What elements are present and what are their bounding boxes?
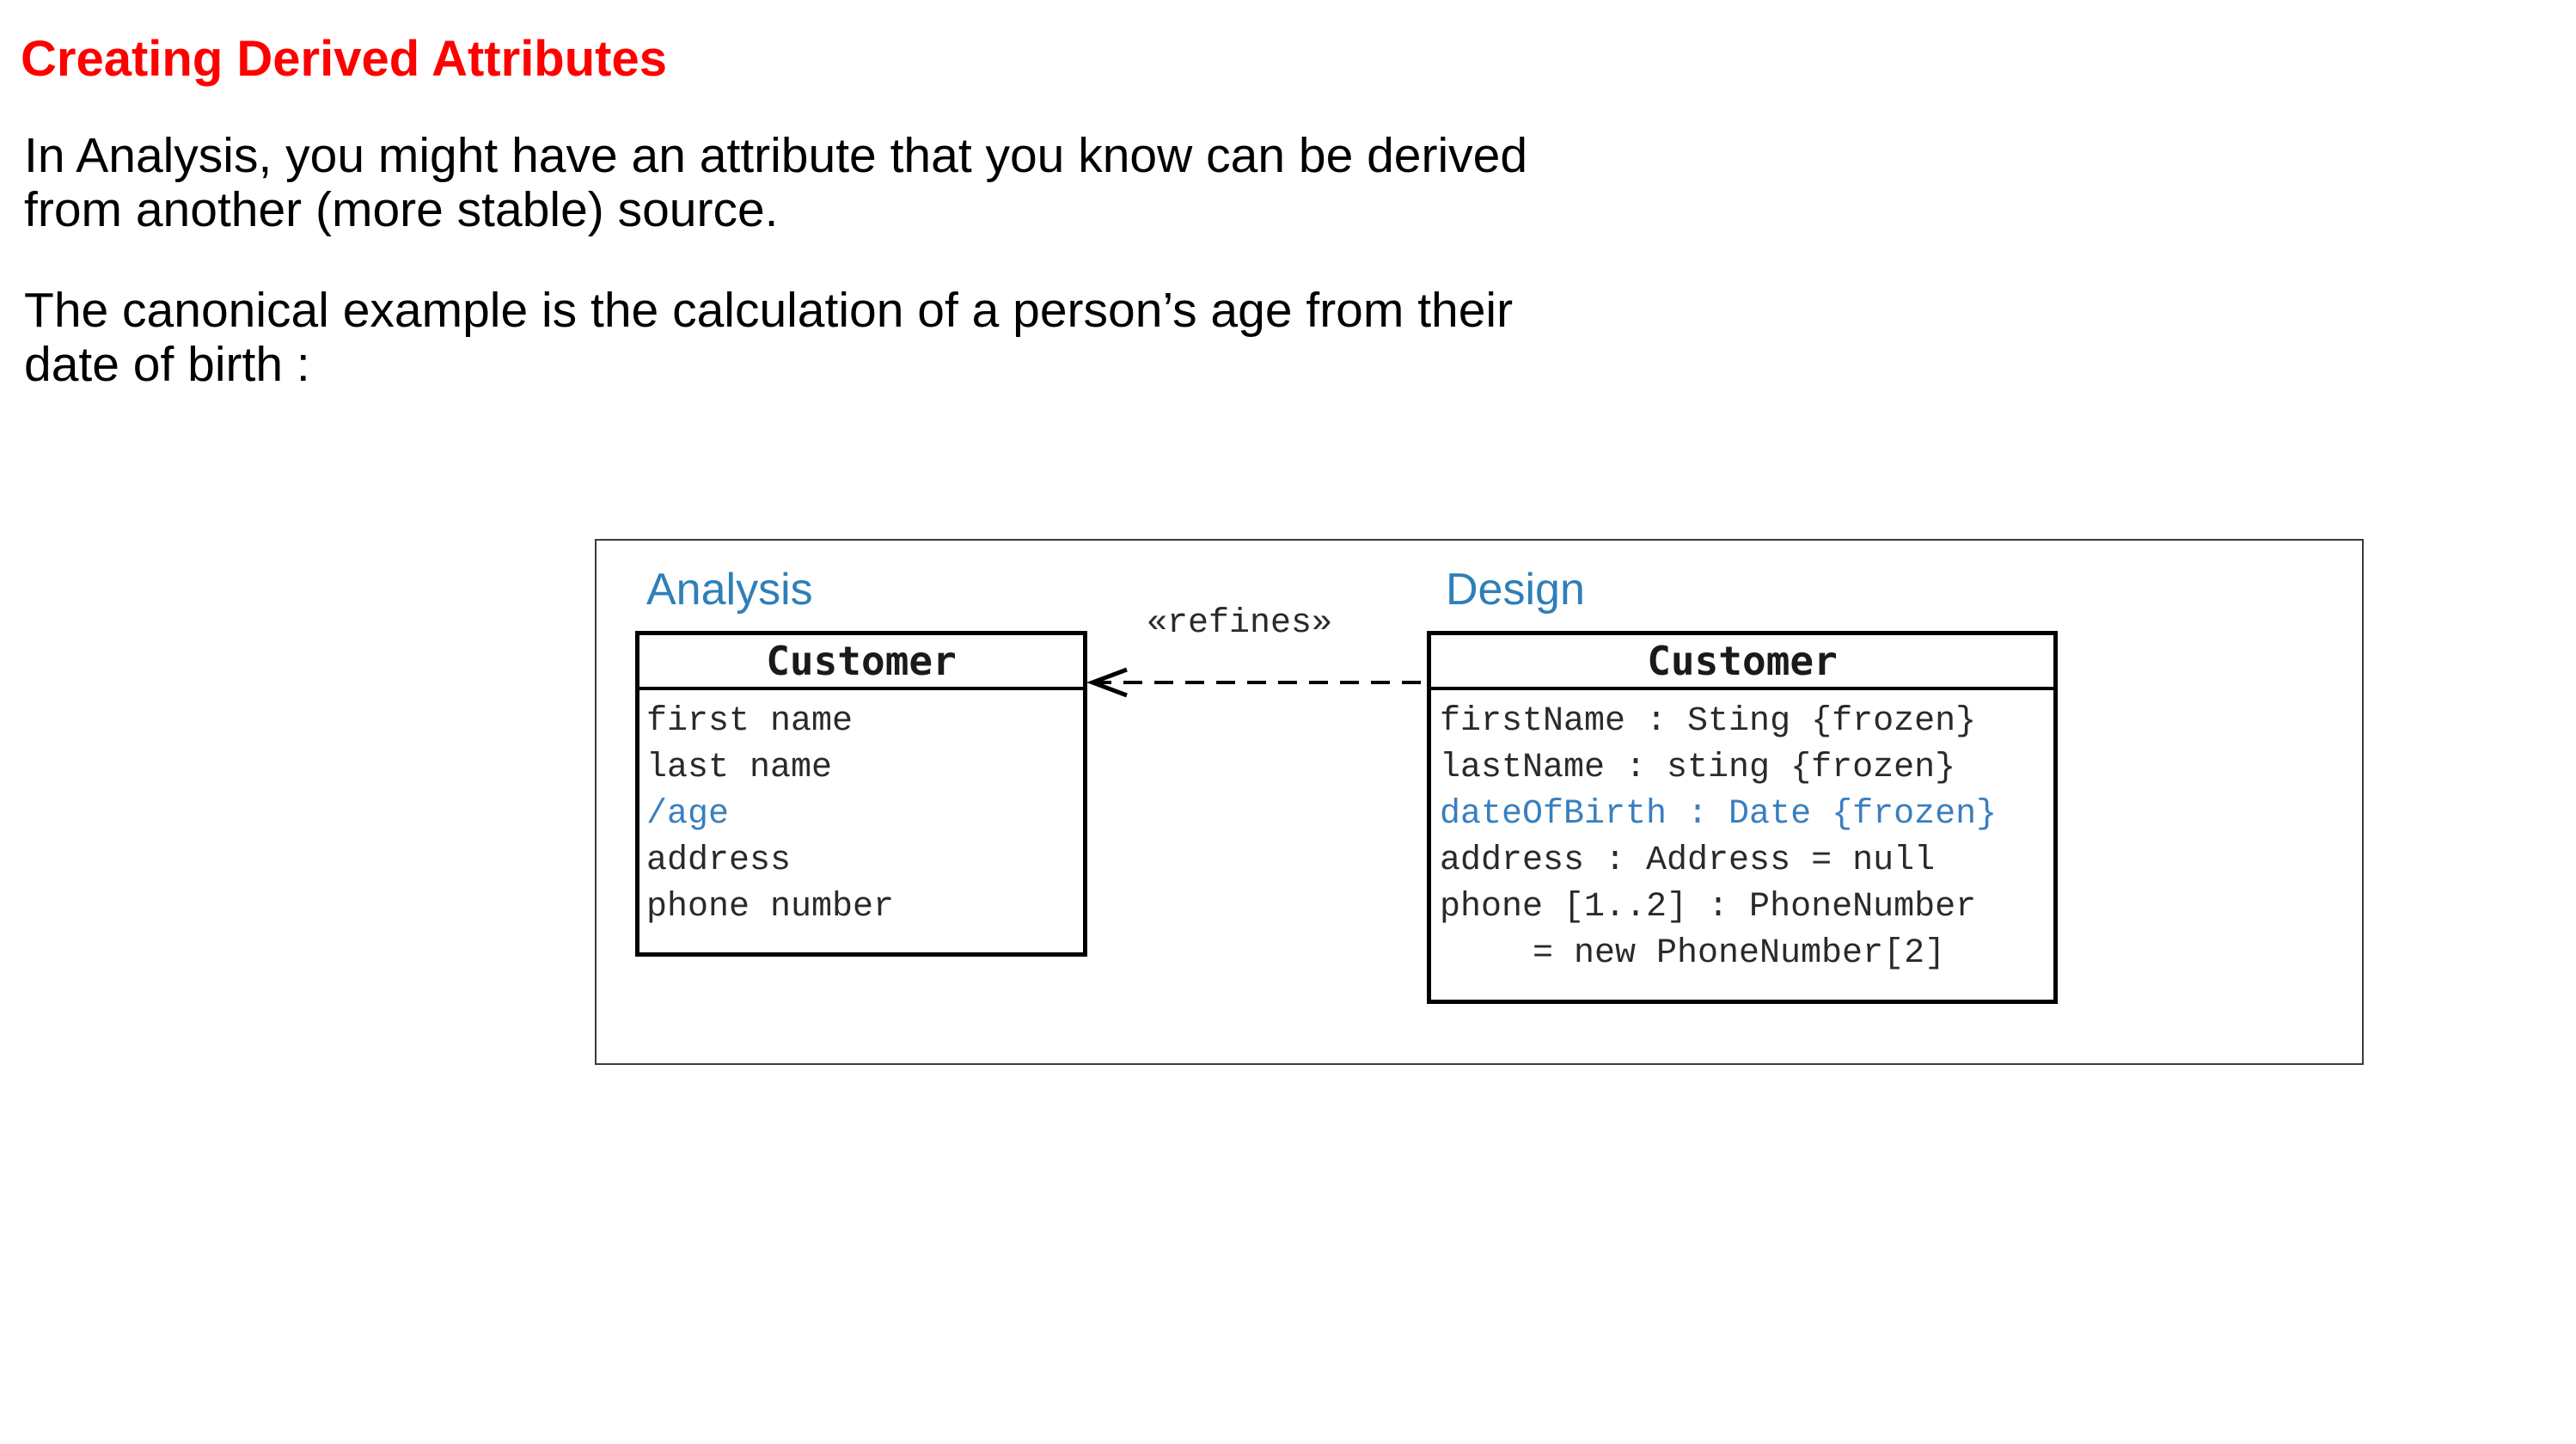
refines-dependency-arrow xyxy=(1087,667,1427,698)
design-customer-class: Customer firstName : Sting {frozen} last… xyxy=(1427,631,2058,1004)
attribute-phone-number: phone number xyxy=(646,888,895,927)
attribute-lastname: lastName : sting {frozen} xyxy=(1440,749,1956,787)
dependency-arrowhead-icon xyxy=(1087,667,1128,698)
attribute-address-design: address : Address = null xyxy=(1440,841,1936,880)
intro-line-1: In Analysis, you might have an attribute… xyxy=(24,128,1528,183)
attribute-first-name: first name xyxy=(646,702,854,741)
slide-title: Creating Derived Attributes xyxy=(21,31,667,87)
analysis-class-name: Customer xyxy=(639,635,1083,690)
analysis-attributes: first name last name /age address phone … xyxy=(639,690,1083,931)
attribute-address: address xyxy=(646,841,792,880)
refines-stereotype: «refines» xyxy=(1147,604,1333,643)
example-paragraph: The canonical example is the calculation… xyxy=(24,284,1513,392)
attribute-phone-initializer: = new PhoneNumber[2] xyxy=(1533,934,1946,973)
attribute-age-derived: /age xyxy=(646,795,730,834)
attribute-dateofbirth: dateOfBirth : Date {frozen} xyxy=(1440,795,1998,834)
example-line-1: The canonical example is the calculation… xyxy=(24,283,1514,338)
design-class-name: Customer xyxy=(1431,635,2053,690)
attribute-last-name: last name xyxy=(646,749,833,787)
attribute-firstname: firstName : Sting {frozen} xyxy=(1440,702,1977,741)
analysis-package-label: Analysis xyxy=(646,565,813,615)
intro-line-2: from another (more stable) source. xyxy=(24,182,779,237)
uml-diagram: Analysis Design Customer first name last… xyxy=(595,539,2364,1065)
design-attributes: firstName : Sting {frozen} lastName : st… xyxy=(1431,690,2053,977)
example-line-2: date of birth : xyxy=(24,337,310,392)
attribute-phone: phone [1..2] : PhoneNumber xyxy=(1440,888,1977,927)
analysis-customer-class: Customer first name last name /age addre… xyxy=(635,631,1087,957)
intro-paragraph: In Analysis, you might have an attribute… xyxy=(24,129,1527,237)
design-package-label: Design xyxy=(1446,565,1585,615)
